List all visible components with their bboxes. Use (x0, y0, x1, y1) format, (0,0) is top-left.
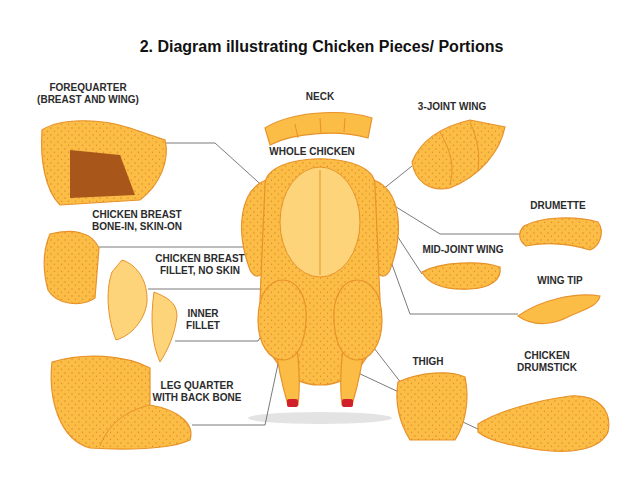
fillet-piece (108, 260, 147, 340)
part-label: DRUMETTE (516, 200, 600, 212)
whole-chicken (242, 159, 399, 407)
chicken-breast (280, 167, 360, 277)
wing-tip-piece (518, 295, 600, 324)
part-label: CHICKEN BREAST FILLET, NO SKIN (140, 253, 260, 277)
part-label: CHICKEN DRUMSTICK (502, 350, 592, 374)
skin-dots (334, 280, 382, 360)
breast-piece (44, 231, 99, 303)
part-label: THIGH (398, 356, 458, 368)
inner-fillet-piece (152, 292, 177, 362)
part-label: FOREQUARTER (BREAST AND WING) (31, 82, 146, 106)
part-label: WING TIP (520, 275, 600, 287)
leader-line (382, 166, 412, 190)
part-label: LEG QUARTER WITH BACK BONE (149, 380, 245, 404)
part-label: CHICKEN BREAST BONE-IN, SKIN-ON (77, 209, 197, 233)
part-label: 3-JOINT WING (400, 101, 504, 113)
chicken-thigh (334, 280, 382, 360)
mid-wing-piece (422, 263, 500, 289)
meat-cut (70, 150, 135, 198)
wing-joint (440, 122, 479, 185)
drumstick-piece (478, 396, 609, 452)
part-label: INNER FILLET (173, 308, 233, 332)
leg-joint (100, 405, 150, 446)
title: 2. Diagram illustrating Chicken Pieces/ … (0, 38, 643, 56)
forequarter-piece (42, 121, 167, 205)
neck-piece (265, 113, 372, 145)
leader-line (388, 202, 522, 234)
leader-line (385, 245, 518, 314)
part-label: NECK (290, 91, 350, 103)
chicken-thigh (258, 280, 306, 360)
breast-seam (320, 170, 321, 275)
part-label: WHOLE CHICKEN (257, 146, 367, 158)
skin-dots (258, 280, 306, 360)
neck-ridges (295, 118, 345, 138)
bone-tip (287, 399, 298, 407)
thigh-piece (397, 373, 467, 440)
drumette-piece (520, 218, 602, 250)
part-label: MID-JOINT WING (411, 244, 515, 256)
wing-piece (412, 120, 505, 189)
bone-tip (342, 399, 353, 407)
shadow (248, 412, 392, 424)
